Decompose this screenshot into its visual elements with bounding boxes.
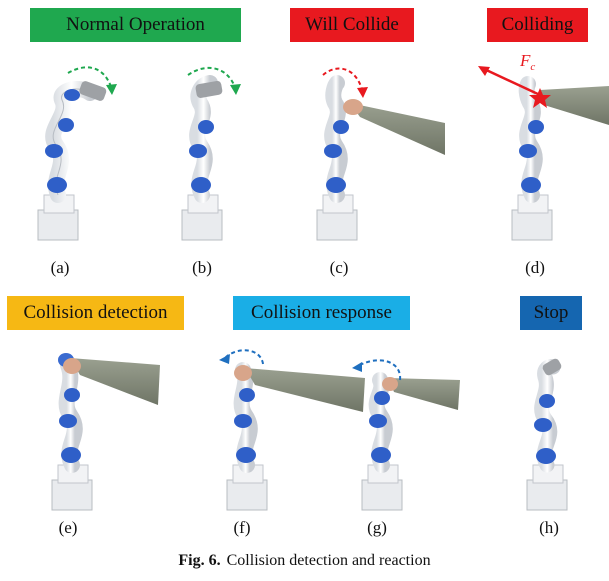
- subfigure-caption-h: (h): [539, 518, 559, 537]
- subfigure-caption-c: (c): [329, 258, 349, 277]
- robot-figure-e: [51, 353, 160, 511]
- subfigure-caption-b: (b): [192, 258, 212, 277]
- robot-figure-g: [352, 359, 460, 511]
- figure-caption: Fig. 6. Collision detection and reaction: [0, 552, 609, 570]
- figure-caption-label: Fig. 6.: [178, 552, 221, 569]
- robot-figure-f: [219, 349, 365, 511]
- label-collision-response: Collision response: [233, 296, 410, 330]
- figure-caption-text: Collision detection and reaction: [226, 552, 431, 569]
- subfigure-caption-a: (a): [50, 258, 70, 277]
- label-stop: Stop: [520, 296, 582, 330]
- robot-figure-d: Fc: [478, 51, 609, 241]
- label-normal-operation: Normal Operation: [30, 8, 241, 42]
- robot-figure-h: [526, 358, 568, 511]
- subfigure-caption-f: (f): [233, 518, 251, 537]
- subfigure-caption-d: (d): [525, 258, 545, 277]
- label-collision-detection: Collision detection: [7, 296, 184, 330]
- label-colliding: Colliding: [487, 8, 588, 42]
- robot-figure-b: [181, 67, 241, 241]
- subfigure-caption-g: (g): [367, 518, 387, 537]
- force-symbol: Fc: [519, 51, 535, 73]
- robot-figure-a: [37, 66, 117, 241]
- subfigure-caption-e: (e): [58, 518, 78, 537]
- label-will-collide: Will Collide: [290, 8, 414, 42]
- robot-figure-c: [316, 67, 445, 241]
